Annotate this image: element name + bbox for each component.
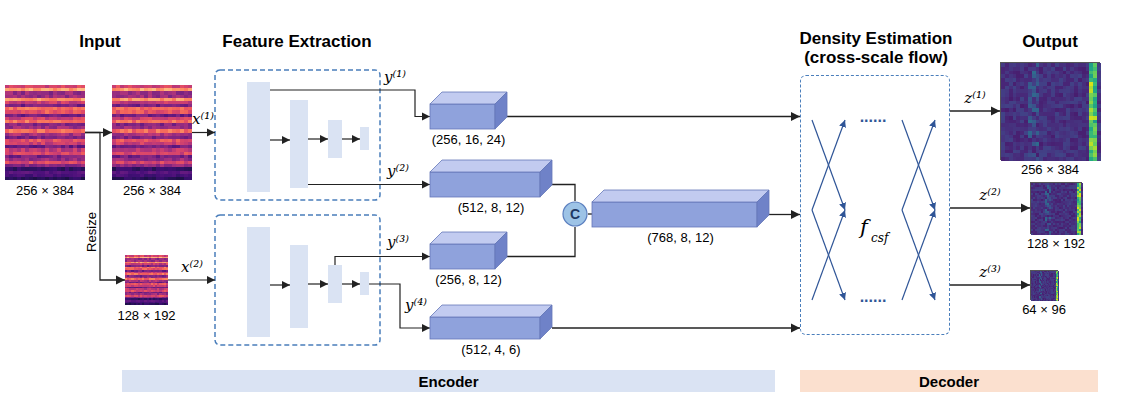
layer-arrow — [342, 138, 360, 139]
connector — [507, 116, 800, 117]
feature-arrow — [369, 284, 430, 328]
layer-arrow — [270, 284, 290, 285]
ellipsis: ...... — [860, 288, 887, 306]
connector-label: z⁽³⁾ — [977, 264, 1002, 281]
variable-label: y⁽³⁾ — [387, 234, 409, 251]
spectrogram-image: 256 × 384 — [5, 85, 85, 180]
block-heading: Density Estimation (cross-scale flow) — [776, 29, 976, 68]
variable-label: x⁽²⁾ — [181, 259, 203, 276]
encoder-box — [215, 215, 380, 345]
image-pixels — [125, 255, 168, 305]
dimension-label: 256 × 384 — [16, 184, 74, 199]
dimension-label: (512, 8, 12) — [458, 201, 525, 216]
dimension-label: (768, 8, 12) — [647, 231, 714, 246]
column-heading: Feature Extraction — [222, 33, 371, 52]
connector — [552, 327, 800, 328]
connector — [950, 284, 1030, 285]
ellipsis: ...... — [860, 108, 887, 126]
connector — [588, 213, 592, 214]
dimension-label: 64 × 96 — [1022, 303, 1066, 318]
function-subscript: csf — [871, 232, 888, 245]
stage-band: Decoder — [800, 370, 1098, 392]
spectrogram-image: 64 × 96 — [1030, 270, 1058, 300]
connector — [85, 133, 125, 281]
dimension-label: (256, 8, 12) — [435, 273, 502, 288]
connector — [769, 214, 800, 215]
dimension-label: 256 × 384 — [1021, 163, 1079, 178]
layer-bar — [290, 245, 308, 328]
feature-tensor: (256, 16, 24) — [430, 92, 507, 129]
layer-arrow — [308, 138, 328, 139]
flow-link — [902, 210, 935, 300]
dimension-label: 256 × 384 — [123, 184, 181, 199]
image-pixels — [5, 85, 85, 180]
spectrogram-image: 128 × 192 — [1030, 182, 1082, 234]
layer-arrow — [308, 283, 328, 284]
stage-label: Decoder — [919, 373, 979, 390]
dimension-label: (512, 4, 6) — [461, 343, 520, 358]
connector-label: z⁽²⁾ — [977, 187, 1002, 204]
feature-arrow — [308, 184, 430, 185]
connector — [950, 110, 1000, 111]
feature-tensor: (768, 8, 12) — [592, 190, 769, 227]
layer-bar — [360, 127, 369, 150]
flow-link — [902, 120, 935, 210]
connector — [950, 207, 1030, 208]
connector-label: Resize — [85, 210, 99, 254]
variable-label: x⁽¹⁾ — [192, 111, 214, 128]
tensor-shape — [430, 305, 552, 339]
feature-arrow — [270, 90, 430, 117]
flow-link — [902, 120, 935, 210]
input-arrow — [192, 132, 215, 133]
layer-bar — [328, 265, 342, 303]
tensor-shape — [430, 92, 507, 129]
flow-link — [812, 210, 845, 300]
stage-label: Encoder — [418, 373, 478, 390]
flow-link — [812, 120, 845, 210]
layer-bar — [247, 227, 270, 337]
image-pixels — [1001, 63, 1101, 161]
flow-link — [812, 120, 845, 210]
image-pixels — [1031, 271, 1059, 301]
input-arrow — [168, 279, 215, 280]
image-pixels — [112, 85, 192, 180]
feature-arrow — [335, 257, 430, 266]
layer-bar — [290, 100, 308, 188]
tensor-shape — [430, 160, 552, 197]
layer-bar — [360, 272, 369, 295]
spectrogram-image: 256 × 384 — [1000, 62, 1100, 160]
variable-label: y⁽⁴⁾ — [405, 297, 427, 314]
layer-arrow — [270, 139, 290, 140]
tensor-shape — [430, 232, 507, 269]
connector — [552, 185, 575, 202]
spectrogram-image: 256 × 384 — [112, 85, 192, 180]
layer-bar — [328, 120, 342, 158]
connector-label: z⁽¹⁾ — [962, 90, 987, 107]
variable-label: y⁽¹⁾ — [384, 69, 406, 86]
flow-link — [902, 210, 935, 300]
column-heading: Output — [1022, 33, 1078, 52]
variable-label: y⁽²⁾ — [387, 163, 409, 180]
feature-tensor: (512, 4, 6) — [430, 305, 552, 339]
feature-tensor: (256, 8, 12) — [430, 232, 507, 269]
stage-band: Encoder — [122, 370, 775, 392]
function-symbol: f — [860, 216, 868, 239]
image-pixels — [1031, 183, 1083, 235]
layer-arrow — [342, 283, 360, 284]
concat-circle: C — [562, 201, 588, 227]
dimension-label: 128 × 192 — [117, 309, 175, 324]
dimension-label: 128 × 192 — [1027, 237, 1085, 252]
spectrogram-image: 128 × 192 — [125, 255, 168, 305]
column-heading: Input — [79, 33, 121, 52]
concat-symbol: C — [570, 206, 580, 222]
connector — [507, 227, 575, 257]
feature-tensor: (512, 8, 12) — [430, 160, 552, 197]
dimension-label: (256, 16, 24) — [432, 133, 506, 148]
flow-link — [812, 210, 845, 300]
tensor-shape — [592, 190, 769, 227]
layer-bar — [247, 82, 270, 192]
